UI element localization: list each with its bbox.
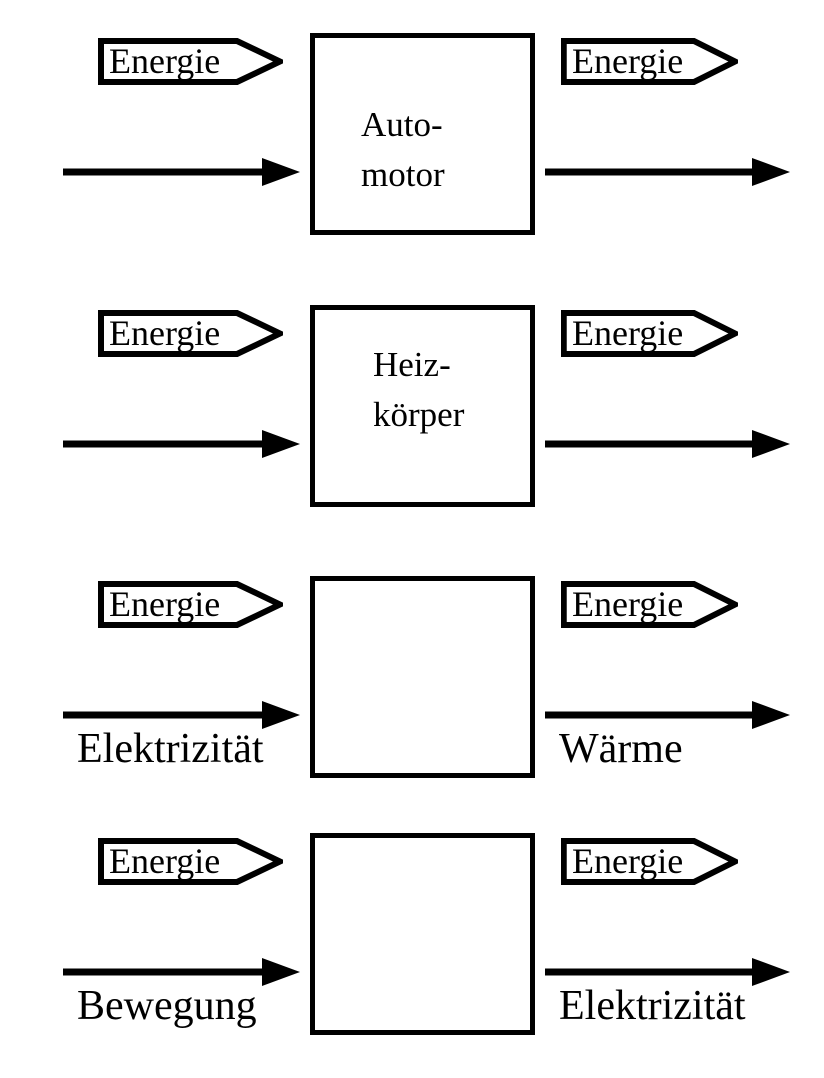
input-arrow-icon <box>63 958 300 986</box>
signpost-arrow-icon <box>98 838 283 885</box>
diagram-row-bewegung-elektrizitaet: Energie Energie Bewegung Elektrizität <box>0 800 824 1072</box>
signpost-arrow-icon <box>98 38 283 85</box>
signpost-arrow-icon <box>561 38 738 85</box>
output-arrow-icon <box>545 430 790 458</box>
converter-box-label-line1: Auto- <box>361 105 443 144</box>
output-energy-tag: Energie <box>561 38 738 85</box>
diagram-row-elektrizitaet-waerme: Energie Energie Elektrizität Wärme <box>0 543 824 815</box>
converter-box: Heiz- körper <box>310 305 535 507</box>
diagram-row-automotor: Energie Auto- motor Energie <box>0 0 824 272</box>
converter-box-label-line2: körper <box>373 395 465 434</box>
signpost-arrow-icon <box>98 310 283 357</box>
output-energy-tag-label: Energie <box>572 583 684 624</box>
input-quantity-label: Elektrizität <box>77 726 264 772</box>
signpost-arrow-icon <box>98 581 283 628</box>
converter-box-label-line2: motor <box>361 155 445 194</box>
converter-box: Auto- motor <box>310 33 535 235</box>
input-quantity-label: Bewegung <box>77 983 257 1029</box>
input-energy-tag-label: Energie <box>109 312 221 353</box>
converter-box <box>310 833 535 1035</box>
input-energy-tag: Energie <box>98 38 283 85</box>
output-energy-tag: Energie <box>561 581 738 628</box>
output-energy-tag-label: Energie <box>572 840 684 881</box>
input-energy-tag-label: Energie <box>109 40 221 81</box>
output-energy-tag: Energie <box>561 838 738 885</box>
signpost-arrow-icon <box>561 310 738 357</box>
output-arrow-icon <box>545 958 790 986</box>
output-energy-tag-label: Energie <box>572 40 684 81</box>
converter-box <box>310 576 535 778</box>
signpost-arrow-icon <box>561 581 738 628</box>
converter-box-label: Heiz- körper <box>373 340 464 440</box>
input-energy-tag: Energie <box>98 838 283 885</box>
output-arrow-icon <box>545 701 790 729</box>
output-arrow-icon <box>545 158 790 186</box>
input-energy-tag-label: Energie <box>109 583 221 624</box>
input-energy-tag: Energie <box>98 581 283 628</box>
output-energy-tag-label: Energie <box>572 312 684 353</box>
input-arrow-icon <box>63 430 300 458</box>
input-arrow-icon <box>63 158 300 186</box>
input-energy-tag: Energie <box>98 310 283 357</box>
converter-box-label: Auto- motor <box>361 100 445 200</box>
input-arrow-icon <box>63 701 300 729</box>
diagram-row-heizkoerper: Energie Heiz- körper Energie <box>0 272 824 544</box>
input-energy-tag-label: Energie <box>109 840 221 881</box>
converter-box-label-line1: Heiz- <box>373 345 451 384</box>
output-energy-tag: Energie <box>561 310 738 357</box>
output-quantity-label: Elektrizität <box>559 983 746 1029</box>
signpost-arrow-icon <box>561 838 738 885</box>
output-quantity-label: Wärme <box>559 726 683 772</box>
